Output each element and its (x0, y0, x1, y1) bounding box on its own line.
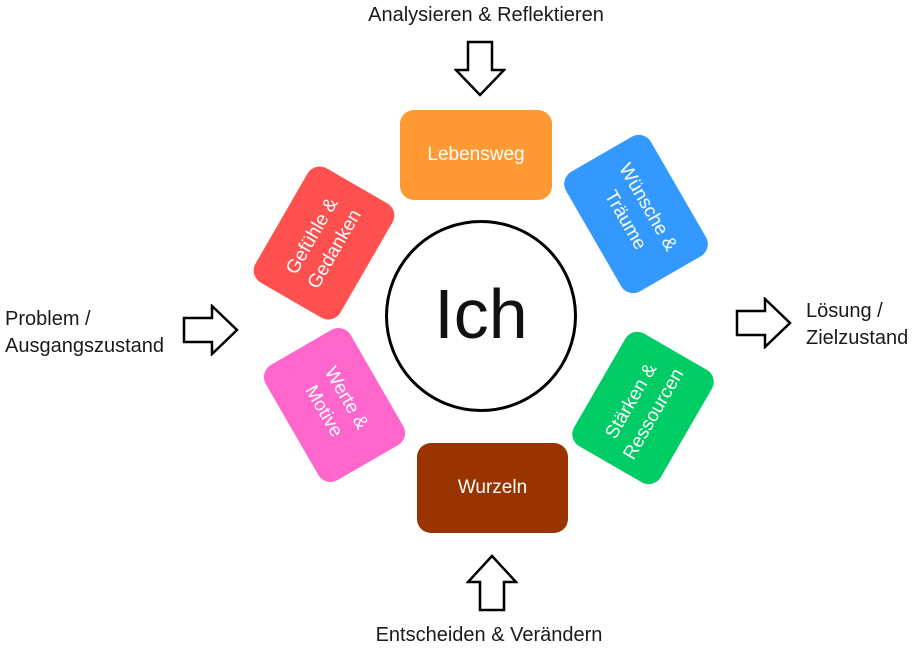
down-arrow-icon (454, 40, 506, 97)
box-lebensweg: Lebensweg (400, 110, 552, 200)
center-label: Ich (434, 275, 528, 353)
center-circle: Ich (385, 220, 577, 412)
box-staerken-ressourcen: Stärken & Ressourcen (567, 326, 719, 490)
right-label-line1: Lösung / (806, 300, 883, 322)
right-arrow-icon (182, 304, 239, 356)
top-label: Analysieren & Reflektieren (368, 4, 604, 26)
box-werte-motive-text: Werte & Motive (295, 362, 374, 447)
left-label-line1: Problem / (5, 308, 91, 330)
box-gefuehle-gedanken-text: Gefühle & Gedanken (280, 192, 369, 294)
box-wuensche-traeume-text: Wünsche & Träume (589, 159, 683, 269)
box-wurzeln-label: Wurzeln (457, 477, 528, 498)
up-arrow-icon (466, 554, 518, 612)
right-arrow-icon (735, 297, 792, 349)
left-label-line2: Ausgangszustand (5, 335, 165, 357)
bottom-label: Entscheiden & Verändern (375, 624, 603, 646)
box-lebensweg-label: Lebensweg (427, 144, 525, 165)
box-gefuehle-gedanken: Gefühle & Gedanken (248, 161, 400, 325)
box-staerken-ressourcen-text: Stärken & Ressourcen (595, 351, 691, 465)
left-label: Problem / Ausgangszustand (5, 306, 164, 360)
right-label-line2: Zielzustand (806, 327, 909, 349)
box-werte-motive: Werte & Motive (258, 322, 411, 488)
right-label: Lösung / Zielzustand (806, 298, 908, 352)
box-wuensche-traeume: Wünsche & Träume (559, 129, 713, 299)
box-wurzeln: Wurzeln (417, 443, 568, 533)
